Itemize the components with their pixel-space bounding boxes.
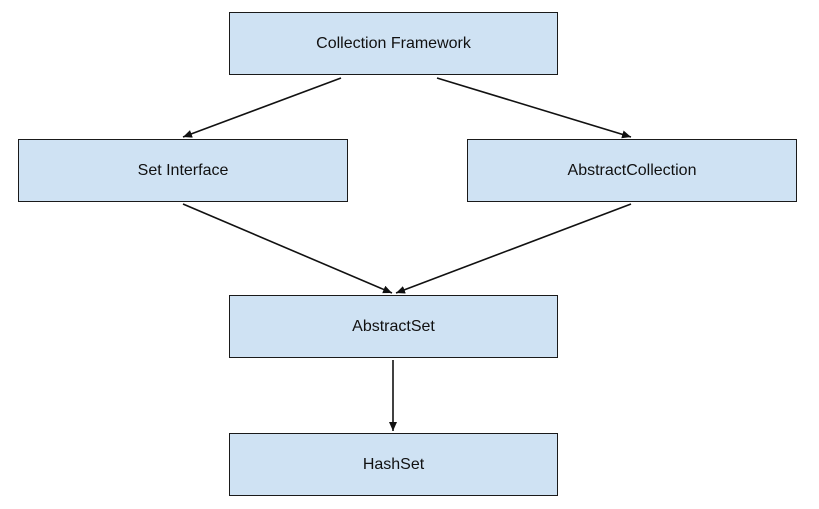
node-abstract-set: AbstractSet <box>229 295 558 358</box>
node-hash-set: HashSet <box>229 433 558 496</box>
node-abstract-collection: AbstractCollection <box>467 139 797 202</box>
node-set-interface: Set Interface <box>18 139 348 202</box>
edge-collection-to-abstract-collection <box>436 77 632 139</box>
node-label: AbstractSet <box>352 317 435 335</box>
edge-collection-to-set-interface <box>182 77 342 138</box>
node-collection-framework: Collection Framework <box>229 12 558 75</box>
edge-set-interface-to-abstract-set <box>182 203 393 294</box>
node-label: HashSet <box>362 455 425 473</box>
node-label: Set Interface <box>137 161 229 179</box>
edge-abstract-collection-to-abstract-set <box>395 203 632 294</box>
node-label: AbstractCollection <box>567 161 697 179</box>
node-label: Collection Framework <box>316 34 471 52</box>
